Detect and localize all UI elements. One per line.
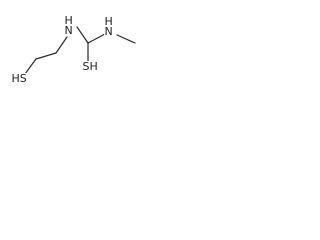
thiol-label-2-text: SH	[82, 60, 98, 73]
amine-label-1: H N	[64, 14, 74, 37]
bond-layer	[24, 26, 136, 75]
thiol-label-1: HS	[11, 72, 28, 85]
bond-nh-c3	[76, 26, 89, 44]
amine-label-2-sub: H	[104, 15, 113, 28]
bond-hs-c1	[24, 58, 37, 75]
amine-label-1-text: N	[64, 24, 73, 37]
thiol-label-2: SH	[82, 60, 99, 73]
bond-c2-nh	[55, 36, 68, 54]
thiol-label-1-text: HS	[11, 72, 27, 85]
amine-label-2-text: N	[104, 25, 113, 38]
bond-c3-nh2	[87, 33, 106, 44]
bond-c1-c2	[35, 52, 57, 60]
molecule-canvas: HS H N SH H N	[0, 0, 156, 101]
amine-label-1-sub: H	[64, 14, 73, 27]
bond-nh2-c4	[116, 34, 136, 44]
amine-label-2: H N	[104, 15, 114, 38]
